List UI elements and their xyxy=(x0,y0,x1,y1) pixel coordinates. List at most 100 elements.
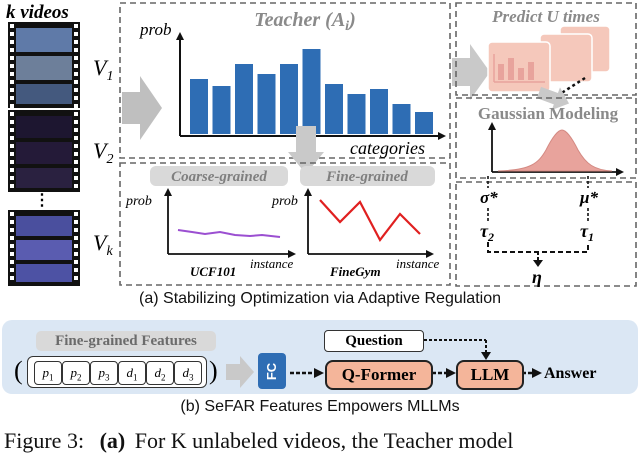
sprocket-hole xyxy=(74,96,78,100)
features-open-paren: ( xyxy=(14,356,23,385)
sprocket-hole xyxy=(10,252,14,256)
teacher-bar xyxy=(257,74,276,134)
sprocket-hole xyxy=(10,48,14,52)
teacher-bar xyxy=(280,64,298,134)
fine-tag xyxy=(300,166,435,186)
sprocket-hole xyxy=(74,144,78,148)
sprocket-hole xyxy=(74,112,78,116)
gaussian-curve xyxy=(497,129,613,172)
feature-token: d3 xyxy=(174,361,202,385)
feature-token-sub: 3 xyxy=(105,372,110,383)
feature-token-base: p xyxy=(42,365,50,380)
sprocket-hole xyxy=(10,120,14,124)
sprocket-hole xyxy=(10,56,14,60)
arrow-to-gaussian xyxy=(536,86,570,110)
feature-token-base: p xyxy=(98,365,106,380)
sprocket-hole xyxy=(74,128,78,132)
sprocket-hole xyxy=(10,260,14,264)
sprocket-hole xyxy=(74,212,78,216)
video-strip-k xyxy=(8,210,80,286)
sprocket-hole xyxy=(10,176,14,180)
sprocket-hole xyxy=(74,152,78,156)
gaussian-label: Gaussian Modeling xyxy=(478,104,619,123)
sprocket-hole xyxy=(74,276,78,280)
sprocket-hole xyxy=(74,104,78,108)
sprocket-hole xyxy=(10,168,14,172)
sprocket-hole xyxy=(74,220,78,224)
tau1-label: τ1 xyxy=(580,221,594,244)
teacher-bar xyxy=(392,104,411,134)
sprocket-hole xyxy=(10,136,14,140)
arrow-to-predict xyxy=(452,44,490,100)
sprocket-hole xyxy=(74,120,78,124)
sprocket-hole xyxy=(10,96,14,100)
video-label-2: V2 xyxy=(93,138,113,167)
teacher-bar xyxy=(325,84,343,134)
teacher-bar xyxy=(415,112,433,134)
sprocket-hole xyxy=(74,252,78,256)
llm-node: LLM xyxy=(456,360,524,390)
sprocket-hole xyxy=(74,56,78,60)
sprocket-hole xyxy=(10,24,14,28)
feature-token-base: p xyxy=(70,365,78,380)
sprocket-hole xyxy=(10,236,14,240)
teacher-bar xyxy=(212,86,231,134)
sprocket-hole xyxy=(74,168,78,172)
sprocket-hole xyxy=(74,228,78,232)
fine-label: Fine-grained xyxy=(325,169,408,185)
sprocket-hole xyxy=(10,144,14,148)
sprocket-hole xyxy=(10,80,14,84)
question-box: Question xyxy=(324,330,424,352)
teacher-box xyxy=(119,2,451,159)
feature-token-base: d xyxy=(154,365,162,380)
teacher-bars xyxy=(190,49,433,134)
sprocket-hole xyxy=(74,268,78,272)
sprocket-hole xyxy=(10,152,14,156)
sprocket-hole xyxy=(10,32,14,36)
params-box xyxy=(455,181,637,287)
sprocket-hole xyxy=(10,276,14,280)
teacher-bar xyxy=(190,79,208,134)
arrow-into-teacher xyxy=(122,76,162,140)
sprocket-hole xyxy=(74,236,78,240)
categories-label: categories xyxy=(350,138,425,158)
panel-a: k videos ⋮ V1 V2 Vk Te xyxy=(6,2,637,287)
feature-token-sub: 2 xyxy=(77,372,82,383)
qformer-node: Q-Former xyxy=(325,360,433,390)
sprocket-hole xyxy=(74,64,78,68)
sprocket-hole xyxy=(10,112,14,116)
sprocket-hole xyxy=(74,48,78,52)
features-close-paren: ) xyxy=(209,356,218,385)
sprocket-hole xyxy=(74,260,78,264)
prediction-cards xyxy=(487,25,611,93)
feature-token-sub: 2 xyxy=(161,372,166,383)
sprocket-hole xyxy=(74,88,78,92)
video-label-k: Vk xyxy=(93,230,113,259)
teacher-bar xyxy=(347,94,366,134)
sprocket-hole xyxy=(10,64,14,68)
feature-token-base: d xyxy=(182,365,190,380)
panel-a-caption: (a) Stabilizing Optimization via Adaptiv… xyxy=(139,290,501,307)
sprocket-hole xyxy=(74,184,78,188)
coarse-line xyxy=(177,229,281,238)
video-label-1: V1 xyxy=(93,55,113,84)
fc-block: FC xyxy=(258,353,286,389)
sprocket-hole xyxy=(10,72,14,76)
sprocket-hole xyxy=(10,104,14,108)
fine-instance-label: instance xyxy=(396,256,440,271)
svg-text:⋮: ⋮ xyxy=(34,192,50,209)
arrow-to-fc xyxy=(226,356,254,388)
mu-label: μ* xyxy=(579,188,598,207)
sprocket-hole xyxy=(10,88,14,92)
panel-b-arrows xyxy=(226,339,542,388)
sprocket-hole xyxy=(74,40,78,44)
coarse-instance-label: instance xyxy=(250,256,294,271)
eta-label: η xyxy=(532,267,542,287)
sprocket-hole xyxy=(74,32,78,36)
sprocket-hole xyxy=(10,228,14,232)
sprocket-hole xyxy=(74,176,78,180)
sprocket-hole xyxy=(10,244,14,248)
feature-token: p1 xyxy=(34,361,62,385)
sprocket-hole xyxy=(74,136,78,140)
feature-token: d1 xyxy=(118,361,146,385)
